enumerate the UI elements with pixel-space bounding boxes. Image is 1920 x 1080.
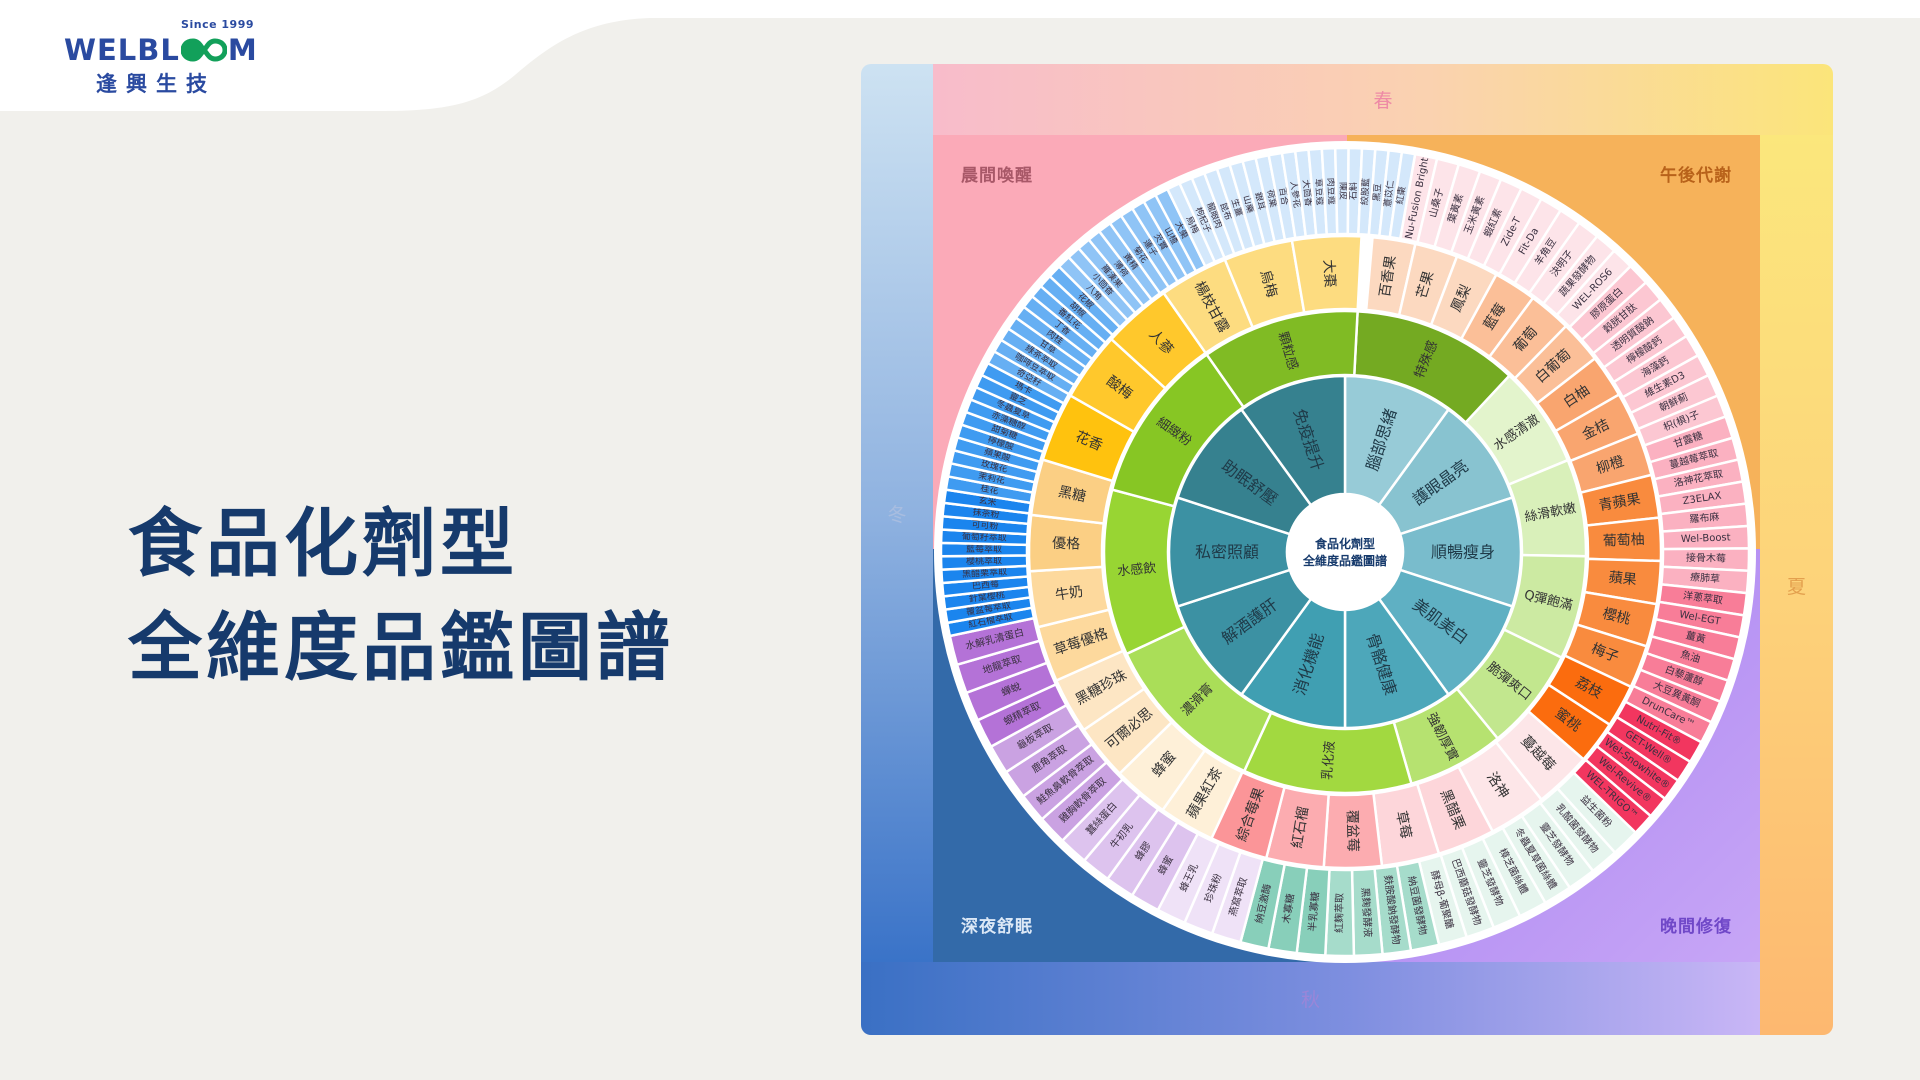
flavor-label: 青蘋果 — [1598, 491, 1642, 514]
texture-label: 乳化液 — [1320, 740, 1338, 780]
infinity-icon — [180, 38, 227, 62]
ingredient-label: 半乳寡糖 — [1305, 891, 1321, 932]
ingredient-label: 黑麴發酵液 — [1359, 887, 1375, 938]
wheel-center-title-line2: 全維度品鑑圖譜 — [1302, 553, 1387, 568]
ingredient-label: 接骨木莓 — [1686, 551, 1726, 565]
flavor-segment[interactable] — [1290, 234, 1363, 314]
efficacy-segment[interactable] — [1343, 597, 1451, 730]
ingredient-label: 療肺草 — [1690, 570, 1721, 585]
efficacy-segment[interactable] — [1343, 374, 1451, 507]
efficacy-label: 順暢瘦身 — [1431, 543, 1495, 562]
season-label-spring: 春 — [1373, 90, 1393, 112]
welbloom-logo[interactable]: Since 1999 WELBL M 逢興生技 — [64, 16, 257, 96]
flavor-label: 葡萄柚 — [1602, 532, 1645, 550]
page-title-line1: 食品化劑型 — [128, 501, 518, 587]
ingredient-label: Wel-Boost — [1681, 532, 1731, 545]
flavor-label: 紅石榴 — [1289, 805, 1311, 849]
ingredient-label: 羅布麻 — [1689, 510, 1720, 526]
season-band-summer: 夏 — [1760, 135, 1833, 1035]
ingredient-segment[interactable] — [1388, 150, 1417, 241]
texture-label: 水感飲 — [1117, 560, 1157, 579]
quadrant-label-night: 深夜舒眠 — [961, 917, 1033, 937]
ingredient-label: 石斛 — [1347, 182, 1359, 200]
efficacy-segment[interactable] — [1176, 407, 1313, 536]
efficacy-segment[interactable] — [1239, 374, 1347, 507]
efficacy-segment[interactable] — [1377, 407, 1514, 536]
flavor-label: 櫻桃 — [1601, 605, 1632, 628]
efficacy-segment[interactable] — [1377, 568, 1514, 697]
flavor-label: 大棗 — [1320, 259, 1338, 288]
quadrant-label-morning: 晨間喚醒 — [961, 166, 1033, 186]
flavor-label: 覆盆莓 — [1343, 810, 1360, 852]
efficacy-label: 私密照顧 — [1195, 543, 1259, 562]
wheel-center — [1288, 495, 1402, 609]
ingredient-label: 陳皮 — [1337, 182, 1349, 200]
page-title-line2: 全維度品鑑圖譜 — [128, 605, 674, 691]
season-band-winter: 冬 — [861, 64, 933, 962]
ingredient-label: 薏苡仁 — [1381, 180, 1396, 208]
quadrant-label-afternoon: 午後代謝 — [1660, 166, 1732, 186]
logo-wordmark: WELBL M — [64, 33, 258, 67]
logo-chinese-name: 逢興生技 — [96, 72, 216, 96]
ingredient-label: 紅棗 — [1393, 185, 1408, 205]
season-band-spring: 春 — [933, 64, 1833, 135]
quadrant-label-evening: 晚間修復 — [1660, 917, 1732, 937]
logo-wordmark-left: WELBL — [64, 33, 180, 67]
flavor-label: 百香果 — [1377, 254, 1399, 298]
season-band-autumn: 秋 — [861, 962, 1760, 1035]
flavor-label: 芒果 — [1414, 269, 1437, 300]
ingredient-label: 絞股藍 — [1358, 178, 1372, 206]
ingredient-label: 櫻桃萃取 — [966, 554, 1002, 567]
ingredient-label: 紅麴萃取 — [1333, 893, 1346, 933]
logo-wordmark-right: M — [227, 33, 258, 67]
flavor-label: 蘋果 — [1608, 570, 1637, 589]
logo-since: Since 1999 — [181, 18, 254, 31]
season-label-autumn: 秋 — [1300, 989, 1320, 1011]
header-background — [0, 0, 1920, 111]
flavor-label: 黑糖 — [1057, 484, 1088, 505]
ingredient-label: 肉豆蔻 — [1325, 178, 1338, 205]
efficacy-segment[interactable] — [1239, 597, 1347, 730]
flavor-label: 優格 — [1052, 536, 1080, 553]
flavor-label: 牛奶 — [1054, 584, 1084, 604]
wheel-center-title-line1: 食品化劑型 — [1314, 536, 1375, 551]
ingredient-label: 黑豆 — [1371, 183, 1384, 202]
ingredient-label: 藍莓萃取 — [966, 543, 1002, 555]
season-label-winter: 冬 — [887, 503, 907, 526]
season-label-summer: 夏 — [1786, 575, 1806, 598]
efficacy-segment[interactable] — [1176, 568, 1313, 697]
flavor-label: 草莓 — [1392, 810, 1413, 841]
